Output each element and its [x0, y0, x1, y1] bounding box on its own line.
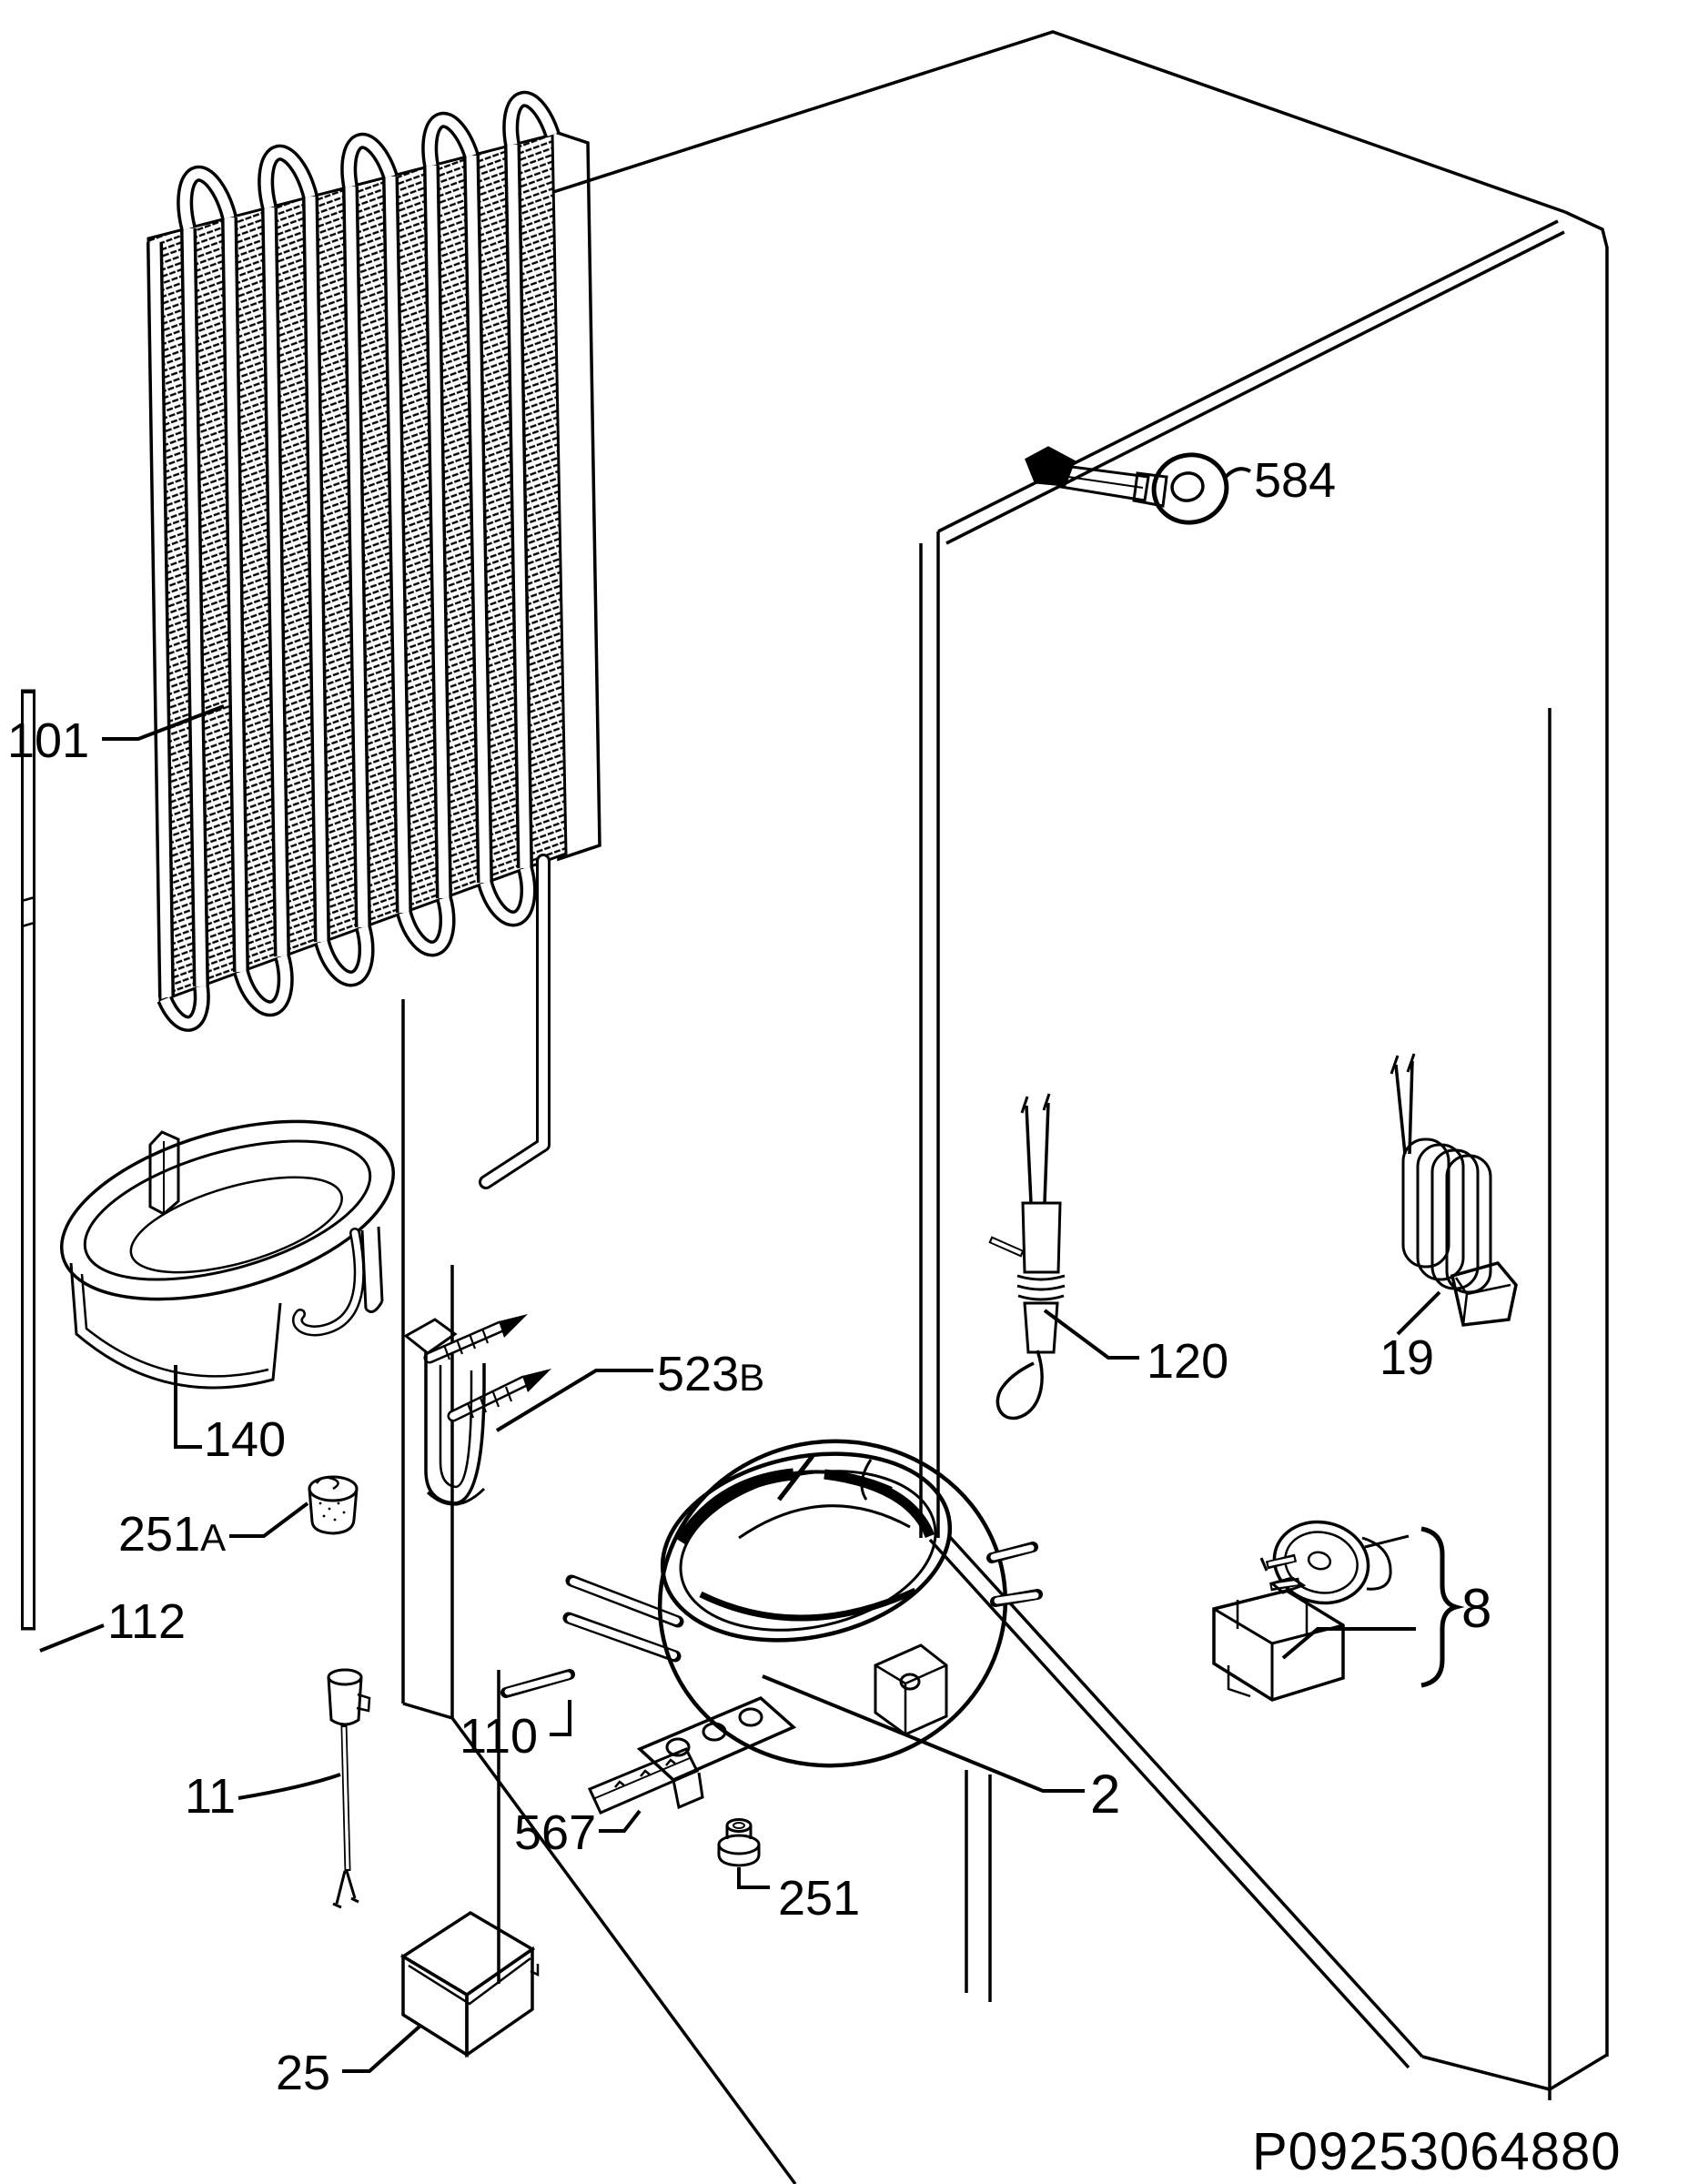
tube-112 [21, 689, 35, 1631]
compressor [562, 1439, 1043, 1810]
part-label-19: 19 [1380, 1330, 1434, 1385]
part-label-25: 25 [276, 2046, 330, 2100]
drip-tray [59, 1119, 396, 1390]
pin-110 [500, 1669, 575, 1698]
leader-line-584 [1223, 467, 1251, 480]
leader-line-523b [495, 1369, 653, 1432]
leader-line-101 [102, 704, 225, 741]
heater-coil-19 [1390, 1053, 1518, 1327]
leader-lines [39, 467, 1441, 2073]
leader-line-140 [174, 1365, 202, 1449]
grommet-251 [717, 1818, 761, 1867]
starter-relay-block [1212, 1576, 1345, 1702]
leader-line-112 [39, 1623, 105, 1653]
drip-tray-post [148, 1130, 180, 1216]
starter-relay-group [1212, 1520, 1465, 1702]
leader-line-8 [1281, 1627, 1416, 1660]
part-label-251: 251 [778, 1871, 860, 1926]
leader-line-110 [550, 1700, 571, 1736]
probe-11 [327, 1668, 371, 1909]
part-label-584: 584 [1254, 453, 1336, 508]
part-label-101: 101 [7, 713, 89, 768]
leader-line-25 [342, 2024, 422, 2073]
part-label-110: 110 [460, 1709, 538, 1764]
evaporator-tube-channels [147, 144, 533, 998]
sensor-584 [1025, 446, 1229, 525]
leader-line-19 [1396, 1290, 1441, 1336]
cabinet-outline [401, 30, 1609, 2184]
part-label-112: 112 [107, 1594, 186, 1649]
evaporator-panel [147, 90, 601, 1189]
part-label-140: 140 [204, 1412, 286, 1467]
part-label-523b: 523B [657, 1347, 764, 1401]
compressor-right-foot [874, 1643, 948, 1736]
thermal-fuse-120 [988, 1093, 1066, 1421]
part-label-2: 2 [1090, 1764, 1120, 1825]
evaporator-top-loops [177, 90, 561, 231]
leader-line-2 [762, 1674, 1085, 1793]
leader-line-251a [229, 1502, 309, 1538]
part-label-251a: 251A [118, 1507, 226, 1562]
leader-line-567 [599, 1809, 642, 1833]
part-labels: 101 584 140 251A 112 523B 120 19 8 110 5… [7, 453, 1491, 2100]
leader-line-11 [238, 1773, 341, 1800]
clamp-523b [403, 1314, 551, 1506]
evaporator-suction-tube [479, 854, 551, 1189]
compressor-foot-plate [636, 1695, 797, 1810]
box-25 [399, 1910, 540, 2058]
part-label-567: 567 [514, 1805, 596, 1860]
grommet-251a [308, 1475, 359, 1535]
brace-8 [1420, 1526, 1465, 1688]
compressor-right-stubs [986, 1542, 1043, 1607]
leader-line-251 [737, 1867, 770, 1889]
drawing-number: P09253064880 [1252, 2122, 1622, 2181]
part-label-120: 120 [1147, 1334, 1228, 1389]
part-label-11: 11 [185, 1769, 236, 1824]
evaporator-bottom-loops [157, 865, 537, 1032]
part-label-8: 8 [1461, 1578, 1491, 1639]
leader-line-120 [1043, 1309, 1139, 1360]
